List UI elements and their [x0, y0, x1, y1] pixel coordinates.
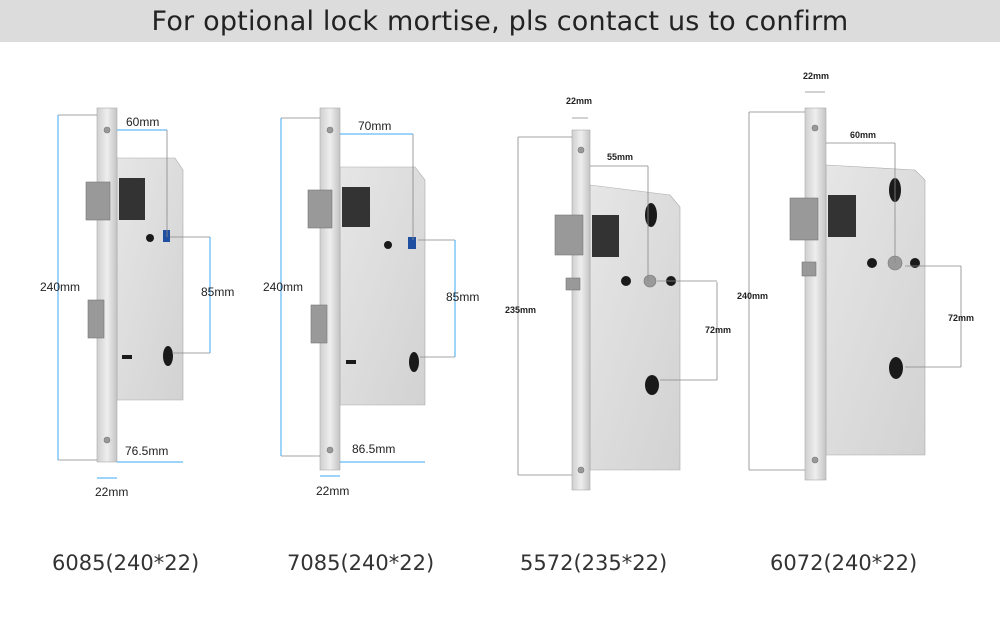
faceplate-label: 22mm: [566, 96, 592, 106]
depth-label: 76.5mm: [125, 444, 168, 458]
backset-label: 60mm: [850, 130, 876, 140]
backset-label: 70mm: [358, 119, 391, 133]
model-label: 6085(240*22): [52, 551, 199, 575]
depth-label: 86.5mm: [352, 442, 395, 456]
lock-7085: [307, 107, 426, 471]
center-label: 72mm: [705, 325, 731, 335]
height-label: 240mm: [263, 280, 303, 294]
faceplate-label: 22mm: [95, 485, 128, 499]
lock-7085-dimensions: 240mm 70mm 85mm 86.5mm 22mm 7085(240*22): [263, 117, 479, 575]
height-label: 240mm: [40, 280, 80, 294]
height-label: 235mm: [505, 305, 536, 315]
lock-5572: [554, 129, 681, 491]
faceplate-label: 22mm: [316, 484, 349, 498]
height-label: 240mm: [737, 291, 768, 301]
model-label: 6072(240*22): [770, 551, 917, 575]
model-label: 5572(235*22): [520, 551, 667, 575]
model-label: 7085(240*22): [287, 551, 434, 575]
faceplate-label: 22mm: [803, 71, 829, 81]
header-banner: For optional lock mortise, pls contact u…: [0, 0, 1000, 42]
backset-label: 60mm: [126, 115, 159, 129]
lock-6072-dimensions: 240mm 22mm 60mm 72mm 6072(240*22): [737, 71, 974, 575]
banner-text: For optional lock mortise, pls contact u…: [151, 5, 849, 37]
lock-6072: [789, 107, 926, 481]
lock-6085: [85, 107, 184, 463]
center-label: 85mm: [446, 290, 479, 304]
center-label: 85mm: [201, 285, 234, 299]
backset-label: 55mm: [607, 152, 633, 162]
lock-6085-dimensions: 240mm 60mm 85mm 76.5mm 22mm 6085(240*22): [40, 114, 234, 575]
center-label: 72mm: [948, 313, 974, 323]
lock-5572-dimensions: 235mm 22mm 55mm 72mm 5572(235*22): [505, 96, 731, 575]
